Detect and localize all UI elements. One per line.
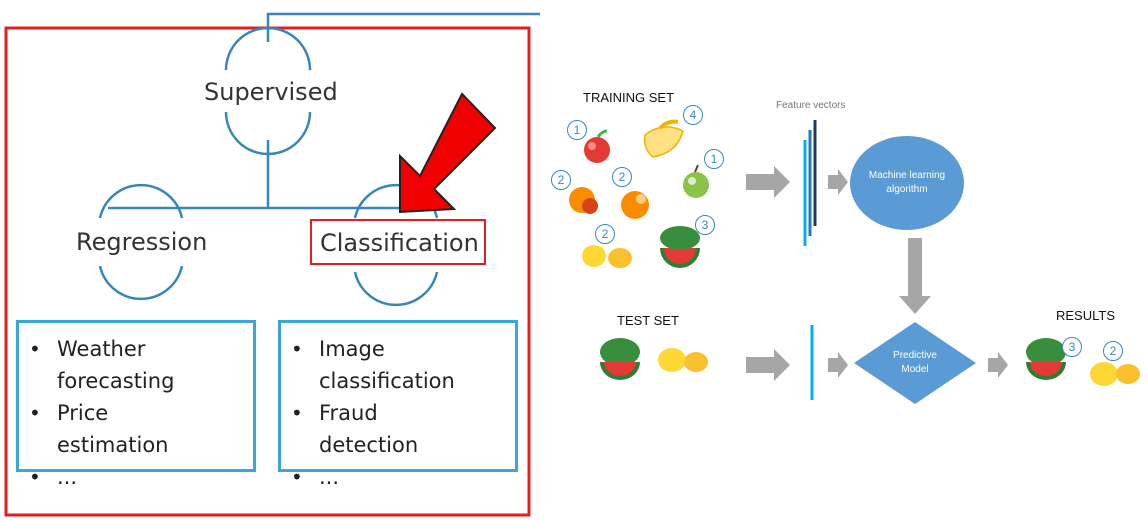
classification-example-3: ... (281, 461, 481, 493)
supervised-label: Supervised (204, 78, 338, 106)
regression-label: Regression (76, 228, 208, 256)
badge-orange: 2 (612, 167, 632, 187)
classification-highlight-box: Classification (310, 219, 486, 265)
classification-examples-box: Image classification Fraud detection ... (278, 320, 518, 493)
badge-apple-green: 1 (704, 149, 724, 169)
results-label: RESULTS (1056, 308, 1115, 323)
feature-vectors-label: Feature vectors (776, 100, 846, 111)
algorithm-label: Machine learning algorithm (868, 170, 946, 195)
badge-lemon: 2 (595, 224, 615, 244)
badge-apple-red: 1 (567, 120, 587, 140)
classification-example-2: Fraud detection (281, 397, 481, 461)
badge-watermelon: 3 (695, 215, 715, 235)
badge-blood-orange: 2 (551, 170, 571, 190)
badge-result-lemon: 2 (1103, 341, 1123, 361)
regression-example-1: Weather forecasting (19, 333, 219, 397)
model-label: Predictive Model (893, 350, 937, 375)
regression-examples-box: Weather forecasting Price estimation ... (16, 320, 256, 493)
red-pointer-arrow (399, 92, 497, 214)
regression-example-3: ... (19, 461, 219, 493)
classification-example-1: Image classification (281, 333, 481, 397)
regression-example-2: Price estimation (19, 397, 219, 461)
badge-result-watermelon: 3 (1062, 337, 1082, 357)
training-set-label: TRAINING SET (583, 90, 675, 105)
classification-label: Classification (320, 229, 479, 257)
test-set-label: TEST SET (617, 313, 679, 328)
badge-banana: 4 (683, 105, 703, 125)
